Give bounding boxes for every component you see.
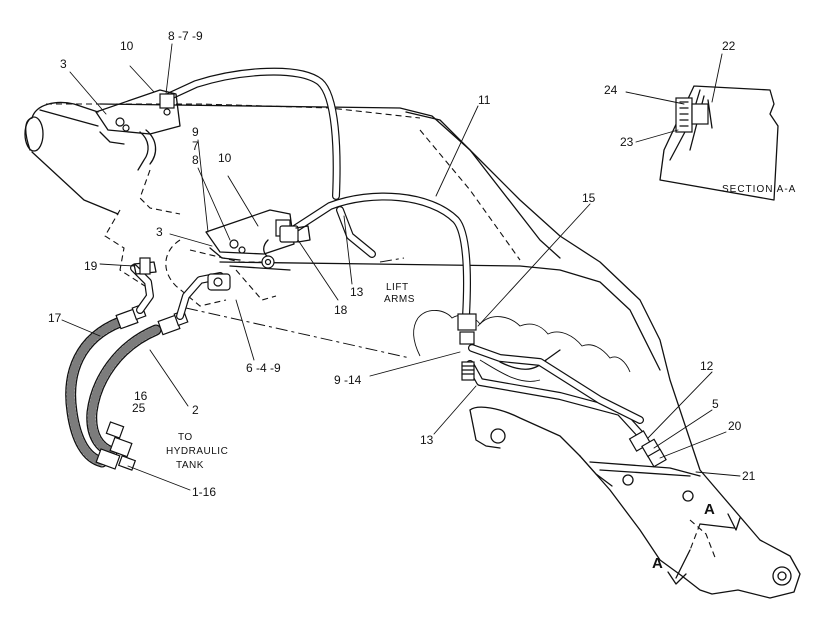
callout-11: 11 xyxy=(478,93,491,107)
elbow-fitting-18 xyxy=(279,225,311,243)
callout-6-4-9: 6 -4 -9 xyxy=(246,361,281,375)
callout-19: 19 xyxy=(84,259,98,273)
callout-18: 18 xyxy=(334,303,348,317)
callout-10-top: 10 xyxy=(120,39,134,53)
callout-17: 17 xyxy=(48,311,62,325)
callout-8-7-9-top: 8 -7 -9 xyxy=(168,29,203,43)
lift-arm xyxy=(405,111,801,599)
section-mark-lower: A xyxy=(652,555,663,572)
callout-22: 22 xyxy=(722,39,736,53)
caption-to-tank-line3: TANK xyxy=(176,460,204,471)
hose-17 xyxy=(65,316,126,468)
callout-12: 12 xyxy=(700,359,714,373)
upper-tube-10 xyxy=(166,67,341,200)
callout-25: 25 xyxy=(132,401,146,415)
callout-7: 7 xyxy=(192,139,199,153)
caption-lift-arms-line2: ARMS xyxy=(384,294,415,305)
callout-9: 9 xyxy=(192,125,199,139)
caption-lift-arms-line1: LIFT xyxy=(386,282,409,293)
frame-outline xyxy=(104,129,661,371)
callout-5: 5 xyxy=(712,397,719,411)
section-letters: A A xyxy=(652,501,715,572)
callout-labels: 8 -7 -9 10 3 11 9 7 8 10 3 19 13 18 15 1… xyxy=(48,29,756,499)
middle-clamp-bracket xyxy=(205,209,295,269)
callout-15: 15 xyxy=(582,191,596,205)
callout-1-16: 1-16 xyxy=(192,485,216,499)
tube-to-cylinder xyxy=(130,257,231,320)
upper-clamp-bracket xyxy=(95,89,181,171)
callout-13-low: 13 xyxy=(420,433,434,447)
caption-to-tank-line2: HYDRAULIC xyxy=(166,446,228,457)
section-cut-marks xyxy=(667,513,741,585)
callout-3-mid: 3 xyxy=(156,225,163,239)
callout-21: 21 xyxy=(742,469,756,483)
lift-arm-tube-13 xyxy=(336,206,644,438)
callout-20: 20 xyxy=(728,419,742,433)
hose-2 xyxy=(86,324,162,458)
callout-8: 8 xyxy=(192,153,199,167)
callout-23: 23 xyxy=(620,135,634,149)
captions: LIFT ARMS TO HYDRAULIC TANK SECTION A-A xyxy=(166,184,796,471)
callout-16: 16 xyxy=(134,389,148,403)
caption-to-tank-line1: TO xyxy=(178,432,193,443)
section-mark-upper: A xyxy=(704,501,715,518)
callout-10-mid: 10 xyxy=(218,151,232,165)
section-a-a-detail xyxy=(659,85,779,201)
leader-lines xyxy=(61,43,741,491)
tube-11 xyxy=(286,192,471,320)
callout-9-14: 9 -14 xyxy=(334,373,362,387)
section-a-a-title: SECTION A-A xyxy=(722,184,796,195)
callout-24: 24 xyxy=(604,83,618,97)
callout-3-top: 3 xyxy=(60,57,67,71)
callout-13-mid: 13 xyxy=(350,285,364,299)
callout-2: 2 xyxy=(192,403,199,417)
lift-arm-fittings xyxy=(457,313,667,468)
lift-cylinder-outline xyxy=(24,101,561,259)
